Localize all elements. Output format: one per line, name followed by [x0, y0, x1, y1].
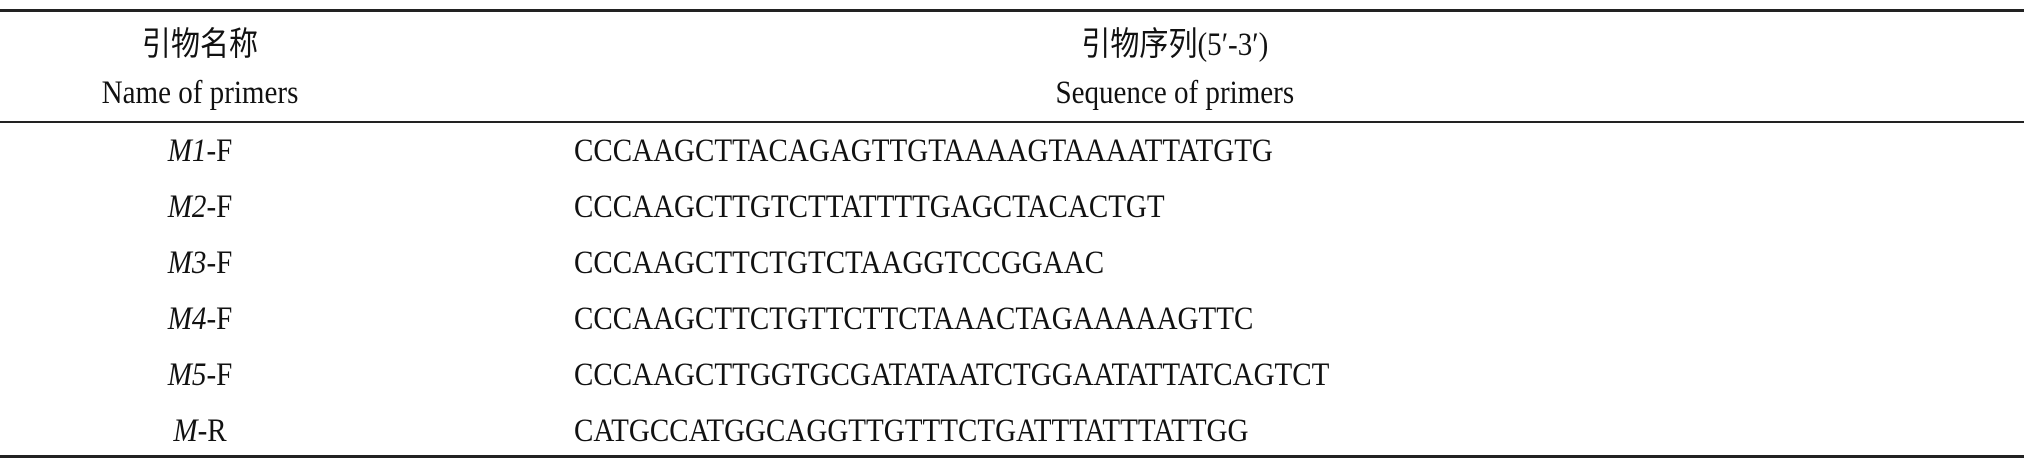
header-name-cn: 引物名称 — [141, 27, 259, 63]
primer-direction: -F — [206, 189, 233, 225]
gene-name: M4 — [167, 301, 207, 337]
primer-direction: -R — [197, 413, 227, 449]
bottom-rule — [0, 455, 2024, 458]
primer-direction: -F — [206, 301, 233, 337]
primer-name: M1-F — [24, 131, 376, 171]
primer-sequence: CCCAAGCTTCTGTCTAAGGTCCGGAAC — [574, 245, 1105, 281]
header-rule — [0, 121, 2024, 123]
primer-name: M-R — [24, 411, 376, 451]
primer-direction: -F — [206, 133, 233, 169]
primer-name: M2-F — [24, 187, 376, 227]
primer-direction: -F — [206, 357, 233, 393]
top-rule — [0, 9, 2024, 12]
gene-name: M — [173, 413, 198, 449]
gene-name: M2 — [167, 189, 207, 225]
primer-name: M5-F — [24, 355, 376, 395]
primer-sequence: CCCAAGCTTGTCTTATTTTGAGCTACACTGT — [574, 189, 1165, 225]
primer-sequence: CCCAAGCTTACAGAGTTGTAAAAGTAAAATTATGTG — [574, 133, 1273, 169]
gene-name: M5 — [167, 357, 207, 393]
primer-name: M4-F — [24, 299, 376, 339]
primer-sequence: CCCAAGCTTCTGTTCTTCTAAACTAGAAAAAGTTC — [574, 301, 1254, 337]
primer-direction: -F — [206, 245, 233, 281]
gene-name: M3 — [167, 245, 207, 281]
header-name-en: Name of primers — [101, 75, 299, 111]
primer-name: M3-F — [24, 243, 376, 283]
primer-sequence: CATGCCATGGCAGGTTGTTTCTGATTTATTTATTGG — [574, 413, 1249, 449]
primer-sequence: CCCAAGCTTGGTGCGATATAATCTGGAATATTATCAGTCT — [574, 357, 1330, 393]
gene-name: M1 — [167, 133, 207, 169]
header-sequence-cn: 引物序列(5′-3′) — [1081, 27, 1269, 63]
header-sequence-en: Sequence of primers — [1055, 75, 1295, 111]
